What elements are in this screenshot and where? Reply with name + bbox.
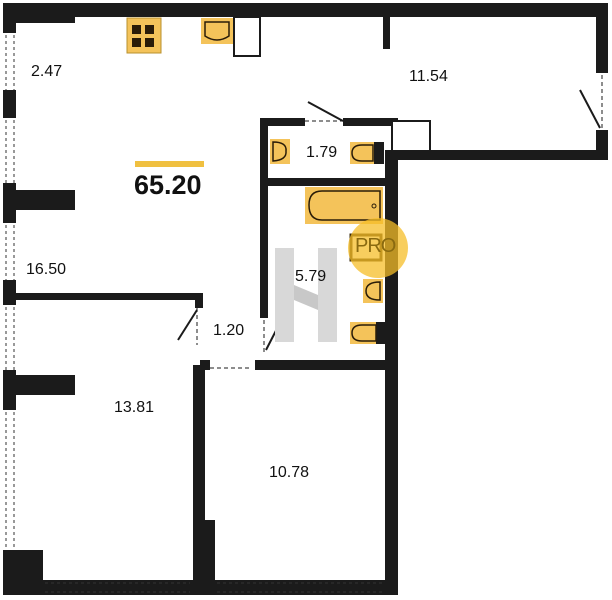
total-area-accent — [135, 161, 204, 167]
pro-badge — [348, 218, 408, 278]
stove-icon — [126, 17, 162, 54]
total-area: 65.20 — [134, 170, 202, 200]
wc-sink-icon — [270, 139, 290, 164]
room-area-label: 10.78 — [269, 464, 310, 481]
kitchen-sink-icon — [201, 18, 233, 44]
room-area-label: 5.79 — [295, 268, 327, 285]
room-area-label: 13.81 — [114, 399, 155, 416]
windows — [5, 35, 383, 593]
room-area-label: 16.50 — [26, 261, 67, 278]
walls — [3, 3, 608, 595]
bathtub-icon — [305, 187, 383, 224]
shaft — [391, 120, 431, 152]
room-area-label: 2.47 — [31, 63, 63, 80]
closet — [233, 16, 261, 57]
room-area-label: 11.54 — [409, 68, 448, 85]
bath-sink-icon — [363, 279, 383, 303]
bath-toilet-icon — [350, 322, 386, 344]
pro-badge-text: PRO — [355, 235, 396, 257]
room-area-label: 1.20 — [213, 322, 245, 339]
toilet-icon — [350, 142, 384, 164]
room-area-label: 1.79 — [306, 144, 338, 161]
logo-watermark — [275, 248, 337, 342]
